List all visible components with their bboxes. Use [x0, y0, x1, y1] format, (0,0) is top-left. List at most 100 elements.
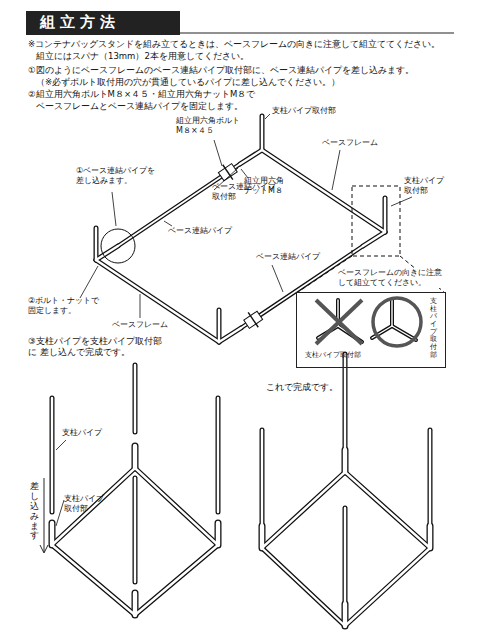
- leader-line: [272, 265, 283, 292]
- pipe-fill: [50, 523, 54, 545]
- pipe-outline: [216, 398, 221, 512]
- correct-mark: [373, 298, 421, 346]
- leader-line: [56, 500, 64, 526]
- wrong-mark: [316, 300, 362, 344]
- pipe-outline: [52, 468, 135, 545]
- pipe-fill: [133, 446, 137, 468]
- leader-line: [391, 197, 412, 206]
- pipe-fill: [384, 198, 386, 232]
- title-banner: 組立方法: [26, 11, 180, 35]
- part-label: これで完成です。: [266, 382, 338, 393]
- detail-circle: [101, 229, 135, 263]
- detail-dashed-box: [352, 186, 400, 256]
- pipe-fill: [240, 150, 262, 164]
- bolt-symbol: [216, 160, 239, 184]
- pipe-fill: [262, 472, 345, 548]
- pipe-fill: [218, 310, 220, 342]
- pipe-outline: [118, 164, 240, 246]
- pipe-fill: [217, 398, 219, 512]
- pipe-outline: [390, 300, 394, 326]
- pipe-outline: [345, 548, 430, 626]
- pipe-outline: [345, 472, 430, 548]
- pipe-fill: [96, 246, 118, 260]
- pipe-fill: [343, 450, 347, 472]
- leader-line: [332, 150, 340, 190]
- pipe-fill: [52, 468, 135, 545]
- pipe-fill: [429, 430, 431, 548]
- pipe-outline: [133, 478, 138, 582]
- pipe-outline: [260, 116, 265, 150]
- pipe-group: [52, 116, 430, 626]
- pipe-fill: [95, 228, 97, 260]
- pipe-outline: [132, 446, 139, 468]
- pipe-outline: [96, 246, 118, 260]
- pipe-outline: [342, 450, 349, 472]
- part-label: 支柱パイプ取付部: [305, 351, 361, 360]
- pipe-outline: [96, 260, 219, 342]
- pipe-outline: [260, 430, 265, 548]
- pipe-fill: [135, 545, 218, 615]
- instruction-text: ベースフレームとベース連結パイプを固定します。: [36, 101, 243, 112]
- pipe-outline: [219, 328, 241, 342]
- pipe-outline: [217, 310, 222, 342]
- leader-line: [56, 440, 66, 450]
- pipe-outline: [343, 508, 348, 626]
- pipe-fill: [391, 300, 392, 326]
- instruction-text: ②組立用六角ボルトM８×４５・組立用六角ナットM８で: [28, 89, 255, 100]
- part-label: ベースフレーム: [112, 320, 168, 330]
- pipe-fill: [363, 232, 385, 246]
- wrong-mark: [316, 300, 362, 344]
- pipe-outline: [135, 545, 218, 615]
- pipe-outline: [363, 232, 385, 246]
- pipe-fill: [52, 545, 135, 615]
- part-label: 組立用六角ボルト M８×４５: [176, 116, 246, 136]
- pipe-fill: [135, 468, 218, 545]
- instruction-text: （※必ずボルト取付用の穴が貫通しているパイプに差し込んでください。）: [36, 77, 340, 88]
- part-label: 差し込みます: [30, 482, 39, 541]
- pipe-fill: [345, 548, 430, 626]
- pipe-fill: [96, 260, 219, 342]
- pipe-outline: [52, 545, 135, 615]
- leader-line: [214, 140, 222, 166]
- bolt-shaft: [248, 312, 258, 327]
- bolt-washer: [218, 164, 237, 181]
- part-label: ③支柱パイプを支柱パイプ取付部に 差し込んで完成です。: [28, 336, 170, 357]
- leader-line: [112, 192, 116, 226]
- pipe-fill: [344, 354, 346, 472]
- pipe-outline: [240, 150, 262, 164]
- part-label: 支柱パイプ取付部: [430, 298, 437, 360]
- leader-line: [164, 221, 172, 226]
- part-label: 支柱パイプ 取付部: [64, 494, 110, 514]
- pipe-fill: [261, 116, 263, 150]
- part-label: ①ベース連結パイプを 差し込みます。: [76, 166, 162, 186]
- pipe-outline: [392, 326, 416, 340]
- instruction-text: 組立にはスパナ（13mm）2本を用意してください。: [36, 51, 249, 62]
- instruction-text: ※コンテナバッグスタンドを組み立てるときは、ベースフレームの向きに注意して組立て…: [28, 39, 440, 50]
- pipe-fill: [134, 365, 136, 432]
- part-label: 支柱パイプ 取付部: [404, 176, 450, 196]
- pipe-outline: [262, 548, 345, 626]
- pipe-fill: [133, 593, 137, 615]
- part-label: 支柱パイプ: [62, 428, 102, 438]
- bolt-symbol: [242, 308, 265, 332]
- pipe-fill: [261, 430, 263, 548]
- leader-line: [140, 294, 141, 318]
- pipe-outline: [94, 228, 99, 260]
- pipe-fill: [343, 604, 347, 626]
- pipe-outline: [383, 198, 388, 232]
- pipe-fill: [134, 478, 136, 582]
- pipe-fill: [219, 328, 241, 342]
- part-label: 支柱パイプ取付部: [272, 106, 336, 116]
- pipe-outline: [135, 468, 218, 545]
- part-label: ②ボルト・ナットで 固定します。: [28, 296, 104, 316]
- pipe-fill: [51, 398, 53, 512]
- leader-line: [80, 266, 98, 298]
- pipe-fill: [216, 523, 220, 545]
- leader-line: [265, 114, 270, 119]
- part-label: ベース連結パイプ 取付部: [212, 182, 280, 202]
- pipe-fill: [345, 472, 430, 548]
- pipe-fill: [428, 526, 432, 548]
- pipe-outline: [50, 398, 55, 512]
- pipe-fill: [118, 164, 240, 246]
